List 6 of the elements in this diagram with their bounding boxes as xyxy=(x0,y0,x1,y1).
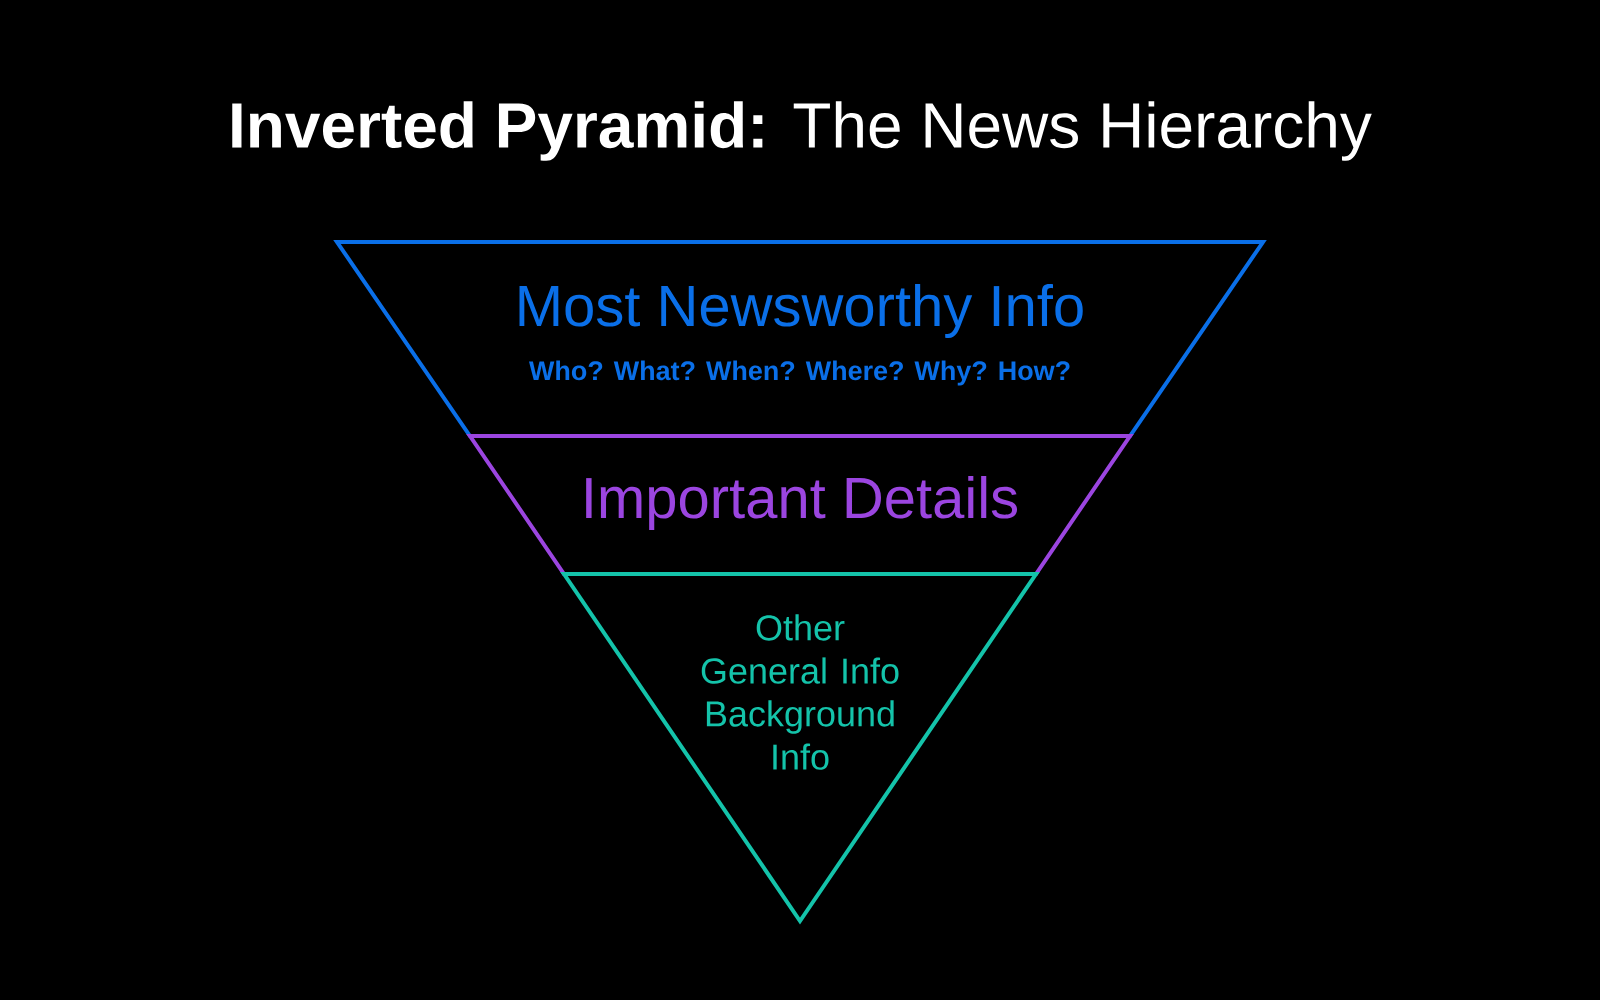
band-text: Who? What? When? Where? Why? How? xyxy=(529,360,1070,386)
band-text: Other General Info xyxy=(701,614,899,684)
title: Inverted Pyramid: The News Hierarchy xyxy=(232,101,1372,161)
band-text: Important Details xyxy=(586,475,1017,531)
band-text: Most Newsworthy Info xyxy=(519,283,1083,339)
band-text: Background Info xyxy=(706,700,894,770)
